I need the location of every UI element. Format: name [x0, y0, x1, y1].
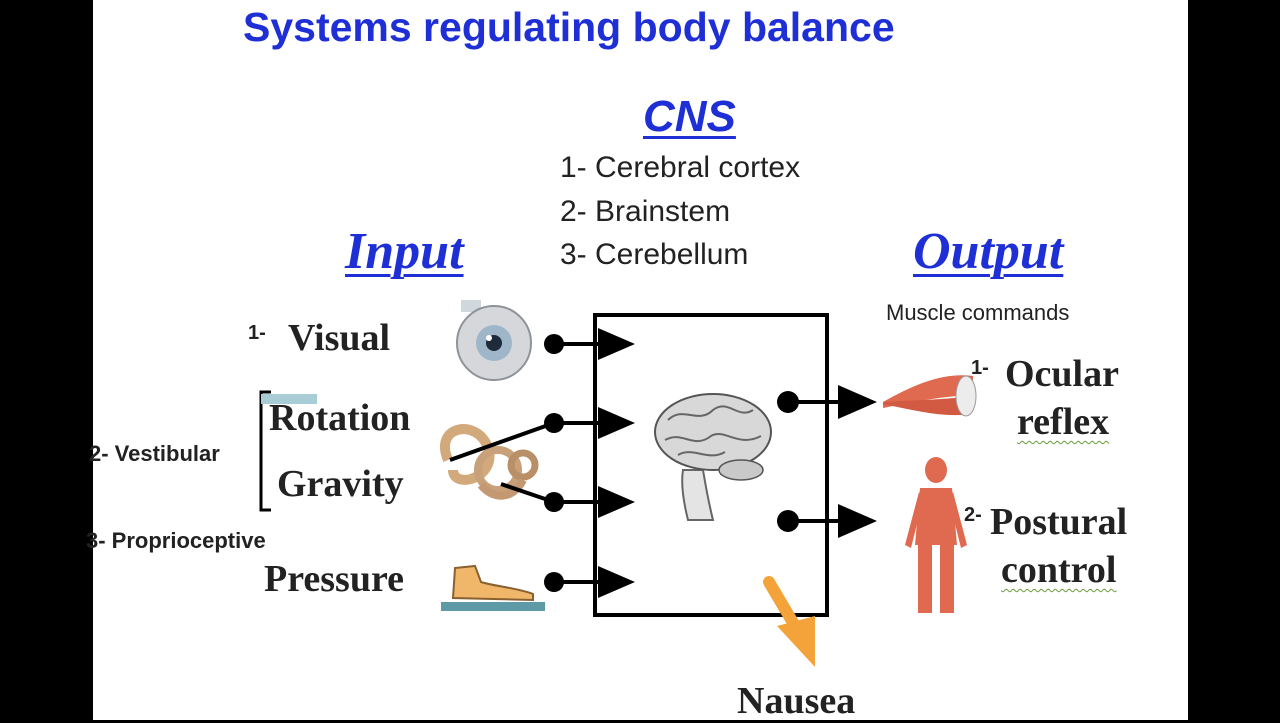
slide: Systems regulating body balance CNS 1- C… [86, 0, 1188, 722]
pressure-arrow [544, 566, 635, 598]
foot-icon [441, 564, 545, 611]
page-title: Systems regulating body balance [243, 4, 895, 50]
rotation-arrow [449, 407, 635, 462]
muscular-body-icon [905, 457, 967, 613]
gravity-label: Gravity [277, 463, 404, 505]
visual-arrow [544, 328, 635, 360]
vestibular-label: 2- Vestibular [89, 441, 220, 466]
proprioceptive-label: 3- Proprioceptive [86, 528, 266, 553]
output-heading: Output [913, 223, 1064, 280]
input-heading: Input [345, 223, 464, 280]
cns-item: 2- Brainstem [560, 195, 731, 228]
visual-number: 1- [248, 322, 266, 344]
reflex-label: reflex [1017, 401, 1110, 443]
pressure-label: Pressure [264, 558, 405, 600]
gravity-arrow [500, 482, 635, 518]
nausea-label: Nausea [737, 680, 856, 722]
postural-label: Postural [990, 501, 1128, 543]
ocular-label: Ocular [1005, 353, 1119, 395]
brain-icon [654, 393, 772, 521]
control-label: control [1001, 549, 1117, 591]
ocular-output-arrow [777, 385, 877, 419]
cns-heading: CNS [643, 92, 736, 141]
muscle-commands-label: Muscle commands [886, 300, 1070, 325]
vestibular-bracket [259, 390, 317, 512]
postural-output-arrow [777, 504, 877, 538]
visual-label: Visual [288, 317, 391, 359]
eye-muscles-icon [883, 375, 977, 417]
eye-icon [456, 300, 532, 381]
rotation-label: Rotation [269, 397, 411, 439]
diagram-graphics [259, 300, 977, 667]
cns-item: 1- Cerebral cortex [560, 151, 801, 184]
nausea-arrow [763, 576, 815, 667]
ocular-number: 1- [971, 357, 989, 379]
cns-item: 3- Cerebellum [560, 238, 749, 271]
inner-ear-icon [440, 424, 539, 500]
postural-number: 2- [964, 504, 982, 526]
